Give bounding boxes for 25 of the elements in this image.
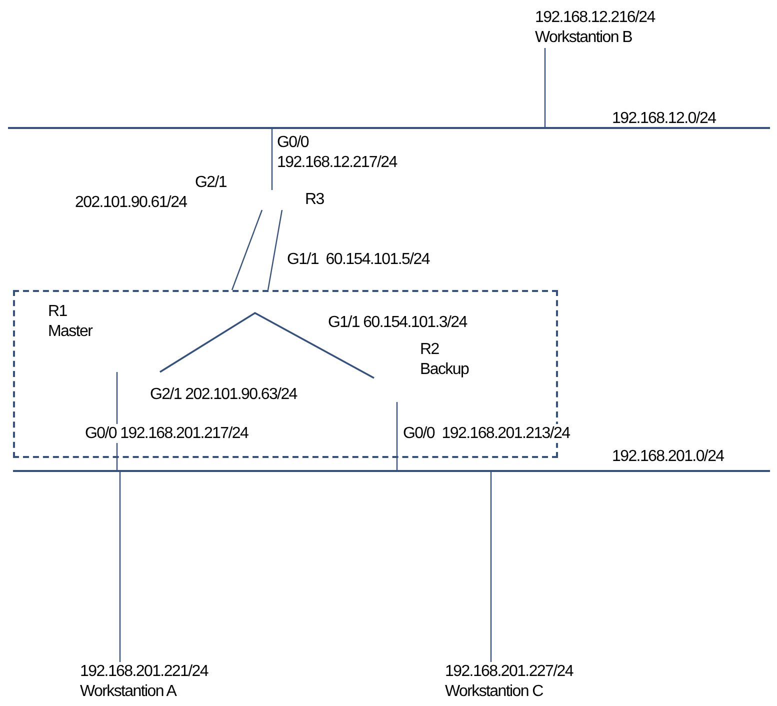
interface-label: G0/0 192.168.201.217/24 [85,424,248,443]
device-name: Workstantion A [80,682,176,701]
device-name: Workstantion B [535,28,632,47]
connection-line [267,210,283,290]
connection-line [119,472,121,662]
role-label: Master [48,322,92,341]
device-name: R1 [48,302,67,321]
network-address: 192.168.12.0/24 [612,109,716,128]
device-name: R3 [305,190,324,209]
ip-address: 192.168.12.216/24 [535,8,655,27]
device-name: Workstantion C [445,682,543,701]
role-label: Backup [420,360,469,379]
connection-line [544,48,546,127]
network-bus-line [13,470,770,472]
connection-line [271,127,273,190]
connection-line [160,312,374,379]
connection-line [396,402,398,470]
ip-address: 192.168.201.221/24 [80,662,208,681]
connection-line [490,472,492,662]
connection-line [231,210,263,290]
device-name: R2 [420,340,439,359]
interface-label: G0/0 192.168.201.213/24 [403,424,570,443]
network-bus-line [8,127,770,129]
network-address: 192.168.201.0/24 [612,447,724,466]
ip-address: 192.168.201.227/24 [445,662,573,681]
